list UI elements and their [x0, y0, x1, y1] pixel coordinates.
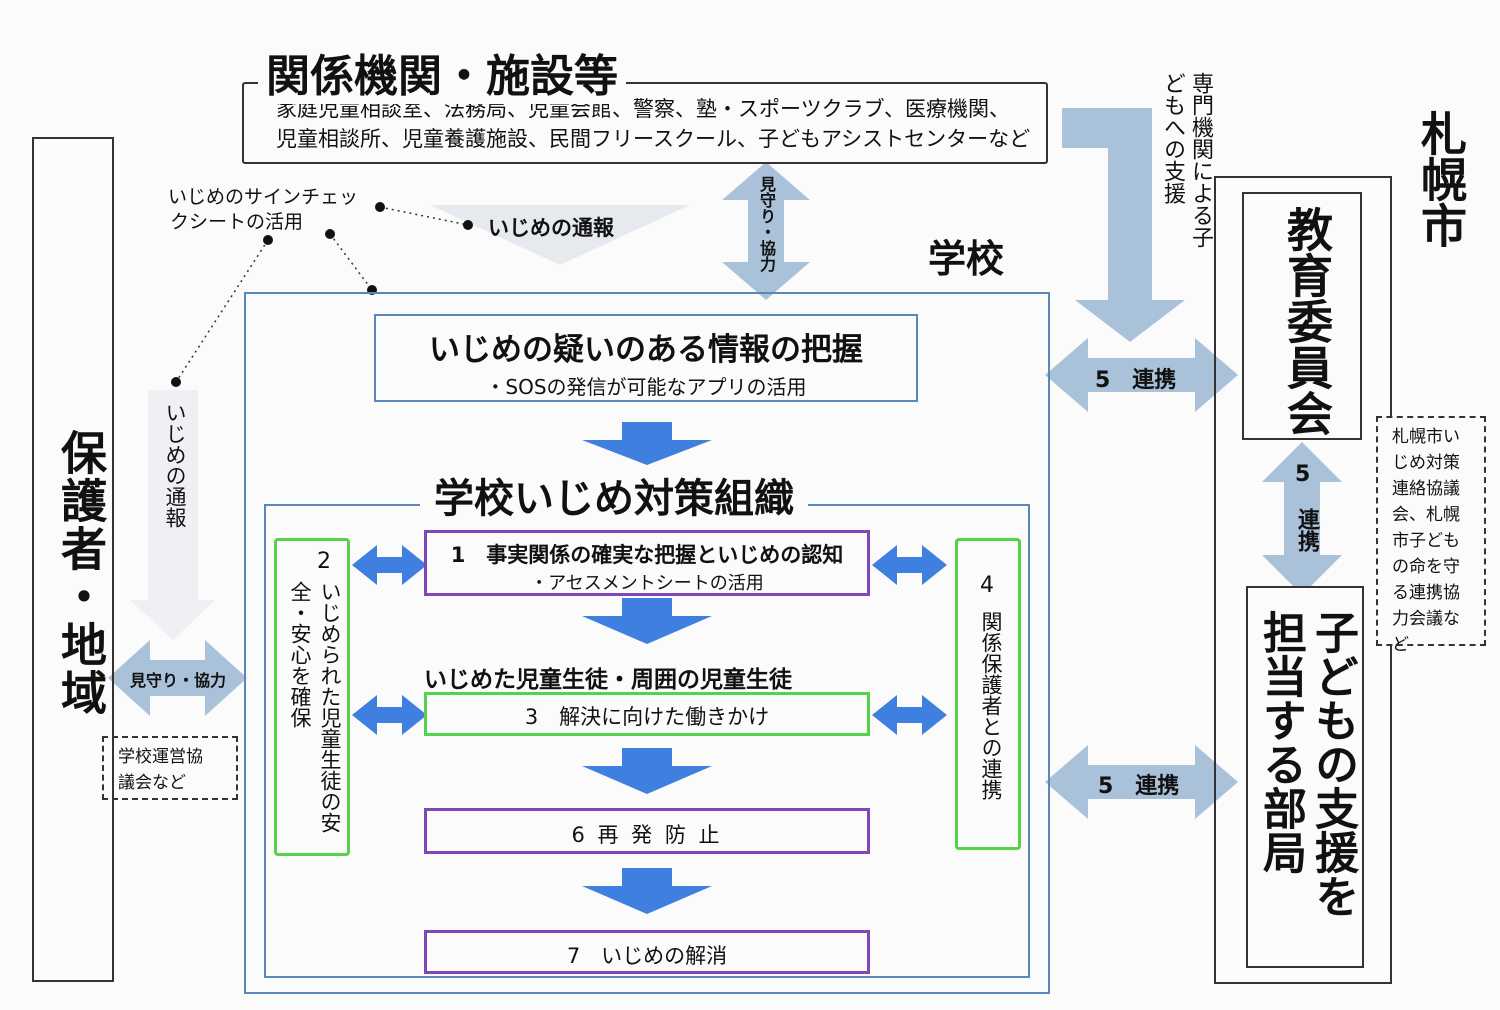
step7-text: 7 いじめの解消	[566, 944, 728, 968]
checksheet-line-1: いじめのサインチェッ	[168, 186, 359, 208]
down-arrow-1	[582, 422, 712, 465]
org-title: 学校いじめ対策組織	[420, 466, 808, 524]
board-box: 教育委員会	[1242, 192, 1362, 440]
step6-text: 6 再 発 防 止	[571, 823, 723, 847]
step6-box: 6 再 発 防 止	[424, 808, 870, 854]
side-report-arrowhead	[130, 600, 215, 640]
watch-top-double-arrow	[722, 162, 810, 300]
board-text: 教育委員会	[1280, 206, 1334, 436]
sapporo-council-box: 札幌市いじめ対策連絡協議会、札幌市子どもの命を守る連携協力会議など	[1376, 416, 1486, 655]
sapporo-title: 札幌市	[1414, 110, 1468, 248]
step3-heading: いじめた児童生徒・周囲の児童生徒	[424, 667, 792, 693]
step1-sub: ・アセスメントシートの活用	[530, 573, 764, 594]
double-arrow-step3-left	[352, 695, 427, 735]
info-box: いじめの疑いのある情報の把握 ・SOSの発信が可能なアプリの活用	[374, 314, 918, 402]
step4-box: 4 関係保護者との連携	[955, 538, 1021, 850]
related-orgs-line-2: 児童相談所、児童養護施設、民間フリースクール、子どもアシストセンターなど	[276, 127, 1031, 151]
school-council-box: 学校運営協議会など	[102, 736, 238, 800]
down-arrow-4	[582, 868, 712, 914]
step3-box: 3 解決に向けた働きかけ	[424, 692, 870, 736]
checksheet-label: いじめのサインチェッ クシートの活用	[168, 185, 358, 235]
related-orgs-title: 関係機関・施設等	[258, 40, 626, 104]
step1-text: 1 事実関係の確実な把握といじめの認知	[450, 543, 844, 567]
side-report-arrow-shape	[148, 390, 198, 600]
guardians-title: 保護者・地域	[54, 429, 108, 717]
double-arrow-step1-left	[352, 545, 427, 585]
sapporo-council-text: 札幌市いじめ対策連絡協議会、札幌市子どもの命を守る連携協力会議など	[1392, 427, 1460, 655]
school-box	[244, 292, 1050, 994]
report-side-label: いじめの通報	[163, 402, 187, 528]
guardians-box: 保護者・地域	[32, 137, 114, 982]
checksheet-line-2: クシートの活用	[170, 211, 304, 233]
step7-box: 7 いじめの解消	[424, 930, 870, 974]
step2-num: 2	[317, 549, 331, 574]
step1-box: 1 事実関係の確実な把握といじめの認知 ・アセスメントシートの活用	[424, 530, 870, 596]
support-dept-box: 子どもの支援を担当する部局	[1246, 586, 1364, 968]
step2-text: いじめられた児童生徒の安全・安心を確保	[288, 581, 342, 833]
double-arrow-step1-right	[872, 545, 947, 585]
step3-text: 3 解決に向けた働きかけ	[524, 705, 770, 729]
renkei-arrow-1	[1045, 338, 1238, 412]
support-dept-text: 子どもの支援を担当する部局	[1255, 610, 1358, 918]
step2-box: 2 いじめられた児童生徒の安全・安心を確保	[274, 538, 350, 856]
specialist-arrow	[1062, 108, 1185, 342]
school-label: 学校	[928, 237, 1005, 281]
dotted-connectors	[175, 206, 469, 383]
info-sub: ・SOSの発信が可能なアプリの活用	[485, 375, 807, 399]
down-arrow-2	[582, 598, 712, 644]
info-title: いじめの疑いのある情報の把握	[429, 332, 863, 368]
renkei-label-2: 連携	[1294, 508, 1319, 552]
watch-left-double-arrow	[108, 640, 247, 716]
renkei-label-2-num: 5	[1295, 462, 1311, 487]
report-arrow-shape	[430, 205, 690, 265]
double-arrow-step3-right	[872, 695, 947, 735]
renkei-label-1: 5 連携	[1095, 368, 1177, 393]
watch-top-label: 見守り・協力	[757, 176, 776, 272]
step4-text: 関係保護者との連携	[979, 611, 1003, 800]
specialist-label: 専門機関による子どもへの支援	[1160, 72, 1213, 248]
renkei-arrow-2	[1262, 442, 1342, 595]
renkei-label-3: 5 連携	[1098, 774, 1180, 799]
report-top-label: いじめの通報	[488, 216, 614, 240]
renkei-arrow-3	[1045, 745, 1238, 819]
step4-num: 4	[980, 573, 994, 598]
school-council-text: 学校運営協議会など	[118, 747, 203, 793]
watch-left-label: 見守り・協力	[130, 671, 227, 690]
down-arrow-3	[582, 748, 712, 794]
